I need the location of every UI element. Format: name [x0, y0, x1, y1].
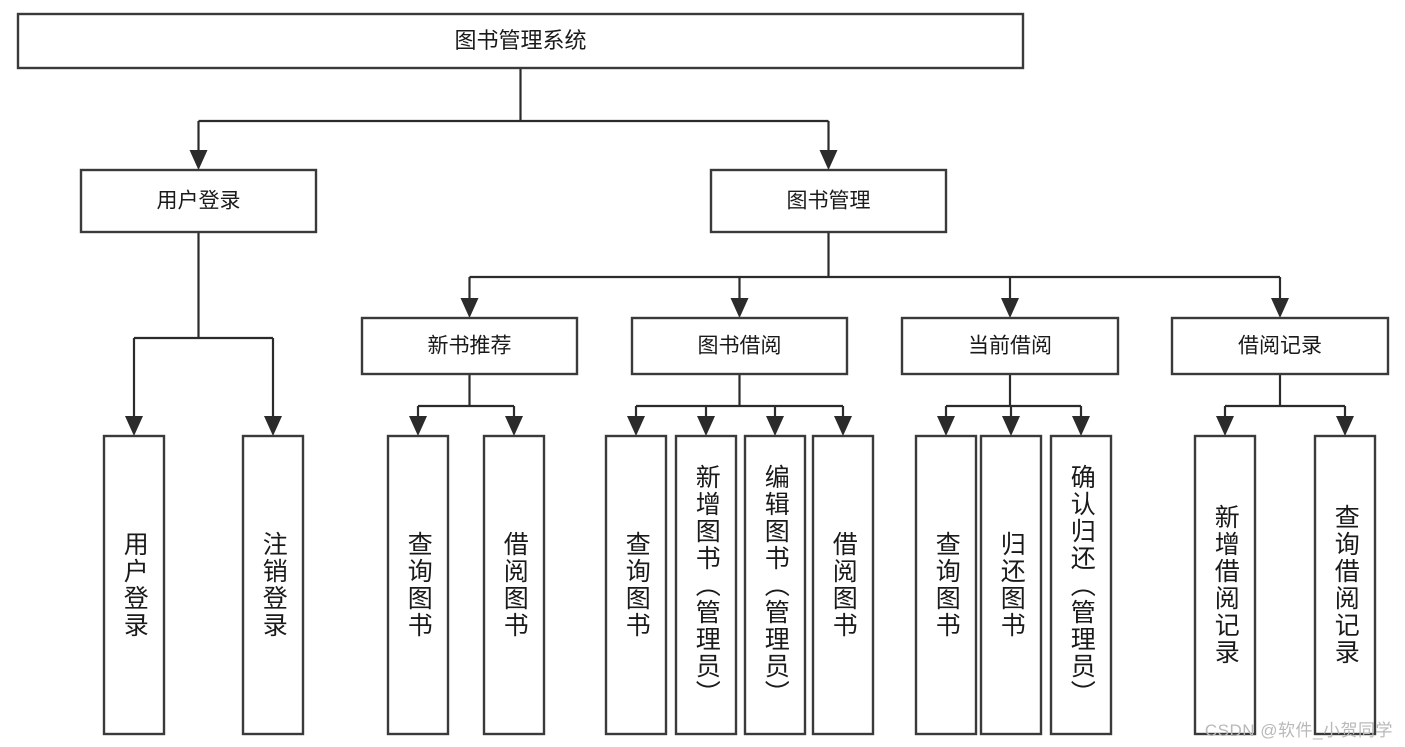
- node-box-user-login-action[interactable]: [102, 434, 166, 736]
- node-box-confirm-return-admin[interactable]: [1049, 434, 1113, 736]
- node-box-borrow-book-action[interactable]: [811, 434, 875, 736]
- node-box-add-book-admin[interactable]: [674, 434, 738, 736]
- watermark-text: CSDN @软件_小贺同学: [1204, 721, 1393, 740]
- node-box-query-book-recommend[interactable]: [386, 434, 450, 736]
- node-box-query-book-current[interactable]: [914, 434, 978, 736]
- connector-group-book-borrow: [627, 374, 852, 436]
- node-box-borrow-record[interactable]: [1170, 316, 1390, 376]
- node-box-current-borrow[interactable]: [900, 316, 1120, 376]
- connector-group-new-book-recommend: [409, 374, 523, 436]
- node-label-borrow-record: 借阅记录: [1238, 335, 1322, 358]
- connector-group-user-login: [125, 232, 282, 436]
- node-box-borrow-book-recommend[interactable]: [482, 434, 546, 736]
- node-box-query-borrow-record[interactable]: [1313, 434, 1377, 736]
- node-box-user-login[interactable]: [79, 168, 318, 234]
- node-box-book-manage[interactable]: [709, 168, 948, 234]
- connector-group-borrow-record: [1216, 374, 1354, 436]
- node-box-new-book-recommend[interactable]: [360, 316, 579, 376]
- node-box-return-book[interactable]: [979, 434, 1043, 736]
- node-box-root[interactable]: [16, 12, 1025, 70]
- node-box-book-borrow[interactable]: [630, 316, 849, 376]
- node-box-logout-action[interactable]: [241, 434, 305, 736]
- node-label-new-book-recommend: 新书推荐: [428, 335, 512, 358]
- node-label-user-login: 用户登录: [157, 190, 241, 213]
- node-label-book-manage: 图书管理: [787, 190, 871, 213]
- node-label-current-borrow: 当前借阅: [968, 335, 1052, 358]
- connector-group-book-manage: [460, 232, 1289, 318]
- node-label-root: 图书管理系统: [454, 28, 586, 53]
- connector-group-current-borrow: [937, 374, 1090, 436]
- node-box-edit-book-admin[interactable]: [743, 434, 807, 736]
- node-box-add-borrow-record[interactable]: [1193, 434, 1257, 736]
- node-box-layer: [16, 12, 1390, 736]
- connector-layer: [125, 68, 1354, 436]
- node-label-book-borrow: 图书借阅: [698, 335, 782, 358]
- connector-group-root: [189, 68, 838, 170]
- node-box-query-book-borrow[interactable]: [604, 434, 668, 736]
